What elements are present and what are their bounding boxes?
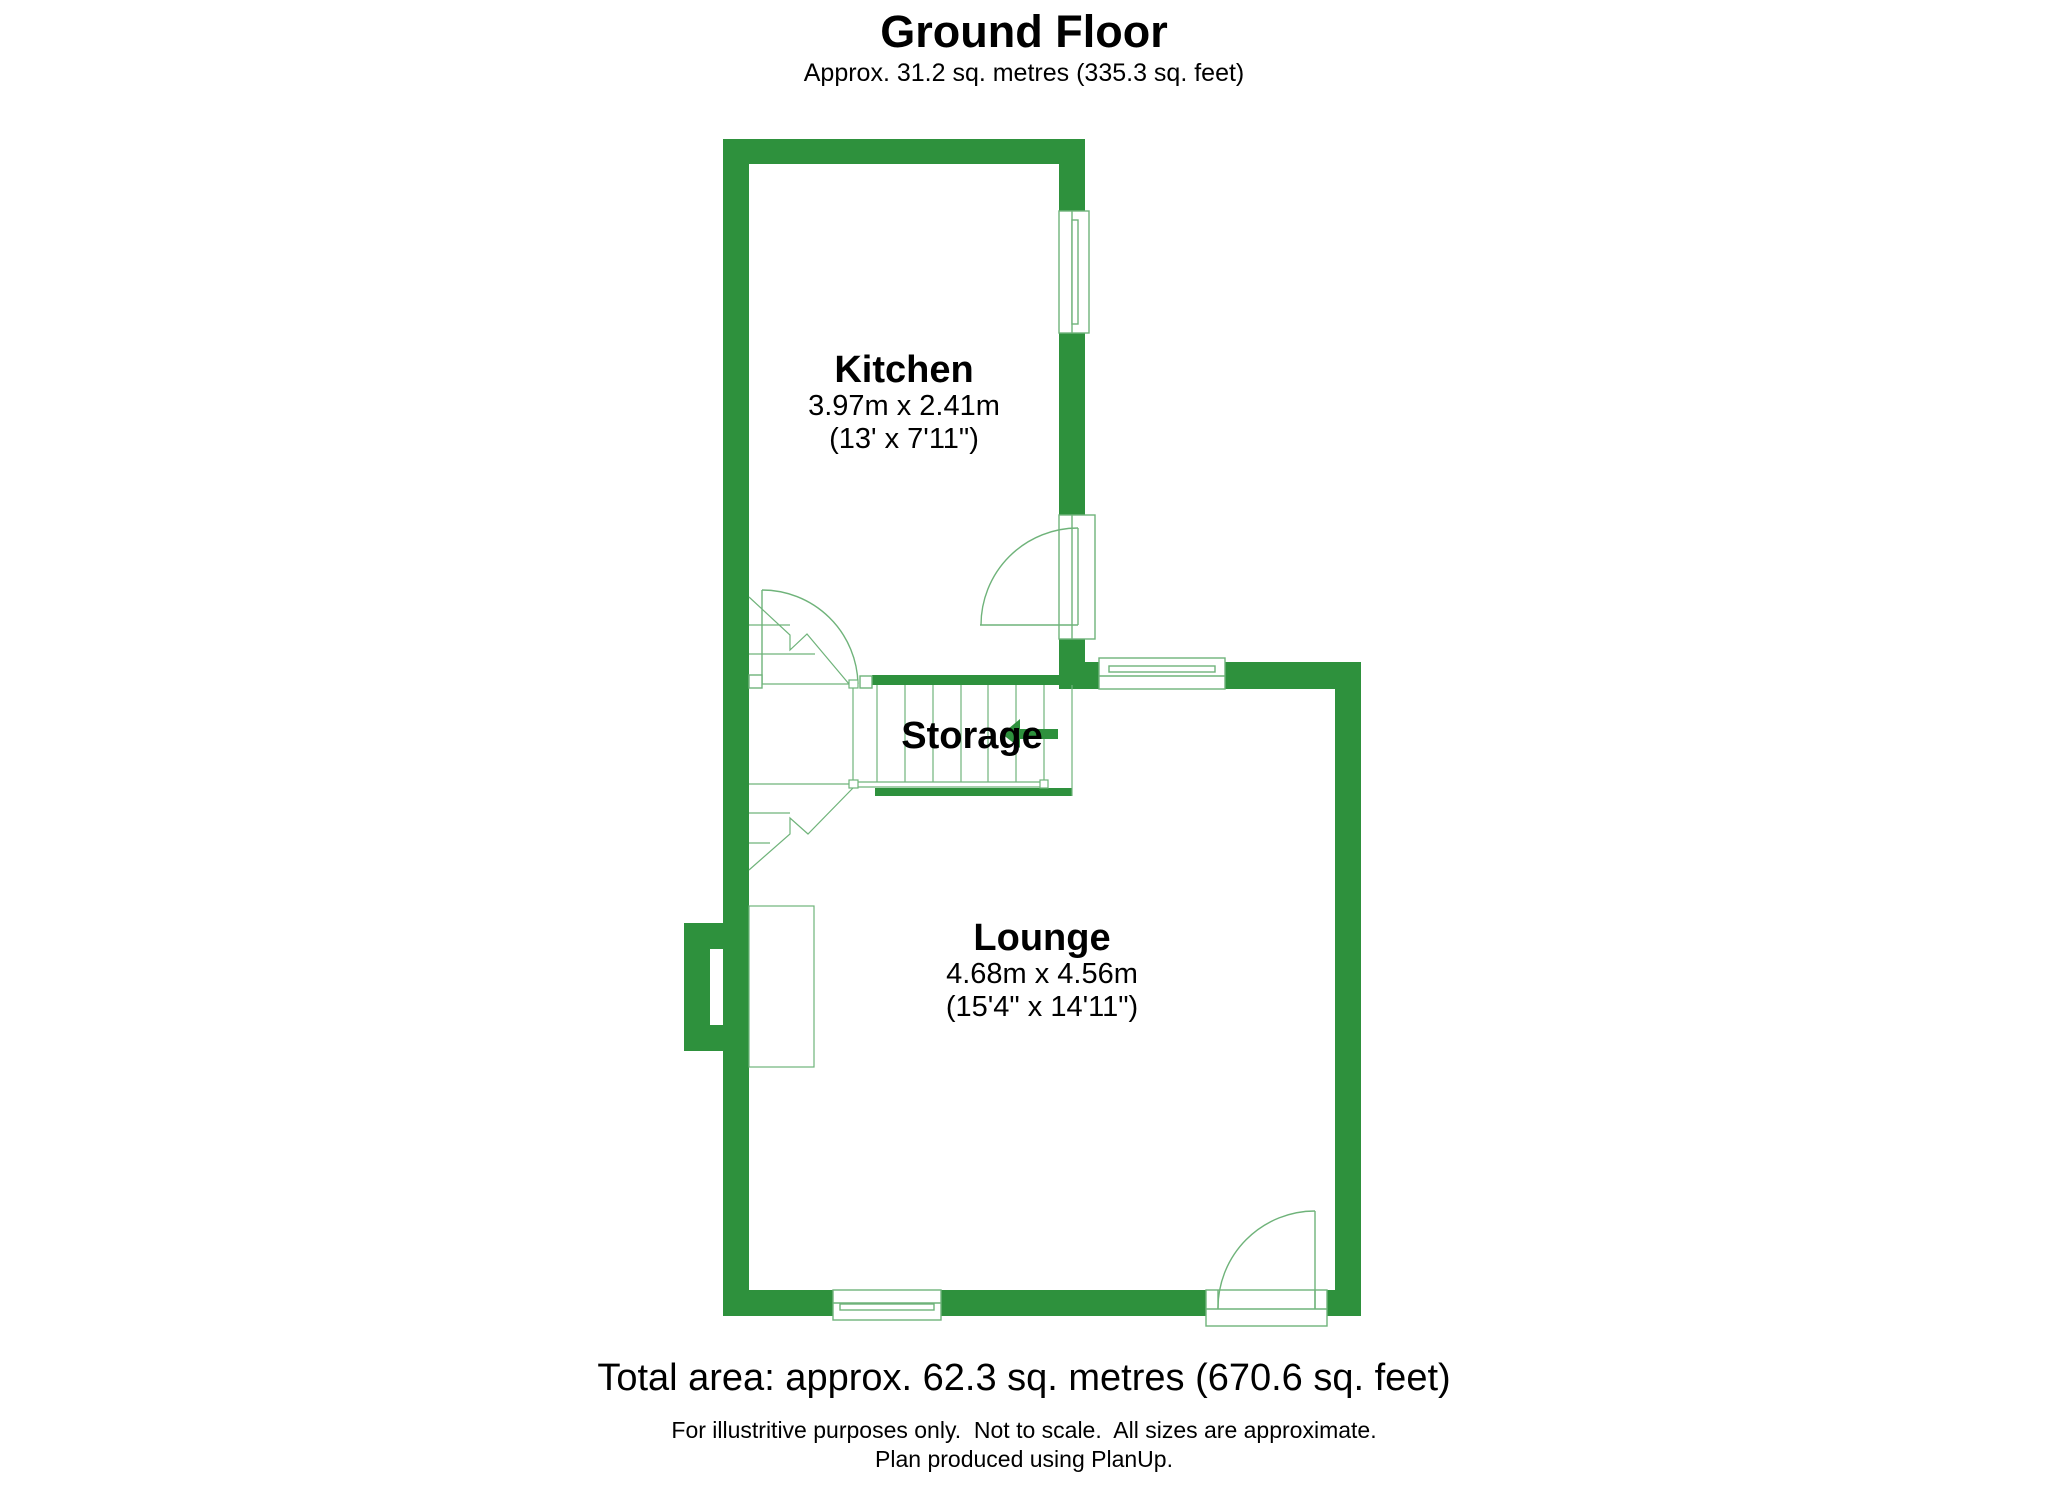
walls xyxy=(684,139,1361,1316)
hearth-outline xyxy=(748,905,815,1068)
room-lounge: Lounge 4.68m x 4.56m (15'4" x 14'11") xyxy=(946,918,1138,1024)
room-name: Kitchen xyxy=(834,349,974,391)
floor-area-subtitle: Approx. 31.2 sq. metres (335.3 sq. feet) xyxy=(803,59,1245,87)
staircase xyxy=(748,596,1073,871)
hall-door-icon xyxy=(748,589,873,689)
front-door-icon xyxy=(1205,1210,1328,1327)
stair-direction-arrow-icon xyxy=(1002,719,1058,748)
room-dimensions-imperial: (15'4" x 14'11") xyxy=(945,991,1139,1023)
total-area: Total area: approx. 62.3 sq. metres (670… xyxy=(597,1357,1451,1399)
doors xyxy=(748,514,1328,1327)
disclaimer-line-1: For illustritive purposes only. Not to s… xyxy=(671,1417,1377,1443)
disclaimer-line-2: Plan produced using PlanUp. xyxy=(875,1446,1173,1472)
room-kitchen: Kitchen 3.97m x 2.41m (13' x 7'11") xyxy=(808,350,1000,456)
windows xyxy=(832,210,1226,1321)
lounge-bottom-window-icon xyxy=(832,1289,942,1321)
room-dimensions-metric: 4.68m x 4.56m xyxy=(946,958,1138,990)
room-name: Storage xyxy=(901,715,1043,757)
room-dimensions-metric: 3.97m x 2.41m xyxy=(808,390,1000,422)
room-name: Lounge xyxy=(973,917,1111,959)
kitchen-door-icon xyxy=(980,514,1096,640)
room-storage: Storage xyxy=(901,716,1042,756)
lounge-top-window-icon xyxy=(1098,657,1226,690)
disclaimer: For illustritive purposes only. Not to s… xyxy=(0,1416,2048,1474)
kitchen-window-icon xyxy=(1058,210,1090,334)
room-dimensions-imperial: (13' x 7'11") xyxy=(829,423,979,455)
floor-title: Ground Floor xyxy=(880,6,1168,57)
